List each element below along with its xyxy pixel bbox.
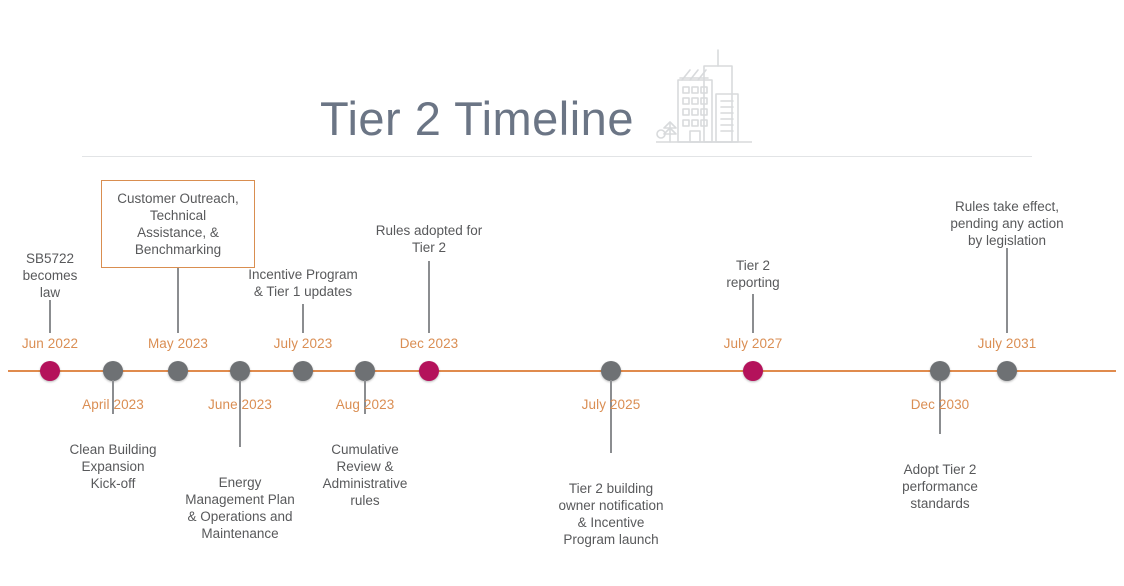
milestone-connector-june-2023 <box>239 380 241 447</box>
milestone-date-dec-2023: Dec 2023 <box>399 336 459 351</box>
milestone-connector-april-2023 <box>112 380 114 414</box>
milestone-connector-july-2023 <box>302 304 304 333</box>
milestone-description-aug-2023: Cumulative Review & Administrative rules <box>322 442 408 508</box>
milestone-dot-may-2023[interactable] <box>168 361 188 381</box>
milestone-connector-dec-2023 <box>428 261 430 333</box>
milestone-date-may-2023: May 2023 <box>147 336 209 351</box>
milestone-connector-july-2027 <box>752 294 754 333</box>
milestone-dot-june-2023[interactable] <box>230 361 250 381</box>
milestone-connector-may-2023 <box>177 251 179 333</box>
milestone-dot-july-2027[interactable] <box>743 361 763 381</box>
milestone-date-july-2031: July 2031 <box>977 336 1037 351</box>
milestone-description-jun-2022: SB5722 becomes law <box>22 251 78 300</box>
milestone-description-may-2023: Customer Outreach, Technical Assistance,… <box>101 180 255 268</box>
milestone-dot-july-2023[interactable] <box>293 361 313 381</box>
milestone-connector-dec-2030 <box>939 380 941 434</box>
header: Tier 2 Timeline <box>0 0 1124 160</box>
milestone-connector-july-2031 <box>1006 248 1008 333</box>
header-divider <box>82 156 1032 157</box>
milestone-dot-july-2025[interactable] <box>601 361 621 381</box>
milestone-date-july-2027: July 2027 <box>723 336 783 351</box>
milestone-connector-aug-2023 <box>364 380 366 414</box>
milestone-description-july-2027: Tier 2 reporting <box>726 258 780 290</box>
milestone-date-jun-2022: Jun 2022 <box>21 336 79 351</box>
page-title: Tier 2 Timeline <box>320 92 634 145</box>
milestone-date-july-2025: July 2025 <box>581 397 641 412</box>
milestone-date-june-2023: June 2023 <box>208 397 272 412</box>
milestone-date-july-2023: July 2023 <box>273 336 333 351</box>
milestone-dot-jun-2022[interactable] <box>40 361 60 381</box>
milestone-date-dec-2030: Dec 2030 <box>910 397 970 412</box>
milestone-connector-jun-2022 <box>49 300 51 333</box>
title-block: Tier 2 Timeline <box>320 49 753 155</box>
milestone-description-july-2025: Tier 2 building owner notification & Inc… <box>558 481 664 547</box>
milestone-description-dec-2023: Rules adopted for Tier 2 <box>375 223 483 255</box>
milestone-date-april-2023: April 2023 <box>82 397 144 412</box>
milestone-dot-dec-2030[interactable] <box>930 361 950 381</box>
milestone-dot-april-2023[interactable] <box>103 361 123 381</box>
building-illustration-icon <box>655 46 753 155</box>
milestone-dot-aug-2023[interactable] <box>355 361 375 381</box>
milestone-date-aug-2023: Aug 2023 <box>335 397 395 412</box>
milestone-connector-july-2025 <box>610 380 612 453</box>
milestone-description-july-2031: Rules take effect, pending any action by… <box>950 199 1064 248</box>
milestone-dot-dec-2023[interactable] <box>419 361 439 381</box>
milestone-description-april-2023: Clean Building Expansion Kick-off <box>69 442 157 491</box>
milestone-description-july-2023: Incentive Program & Tier 1 updates <box>248 267 358 299</box>
timeline-axis <box>8 370 1116 372</box>
milestone-description-june-2023: Energy Management Plan & Operations and … <box>185 475 295 541</box>
milestone-description-dec-2030: Adopt Tier 2 performance standards <box>902 462 978 511</box>
milestone-dot-july-2031[interactable] <box>997 361 1017 381</box>
